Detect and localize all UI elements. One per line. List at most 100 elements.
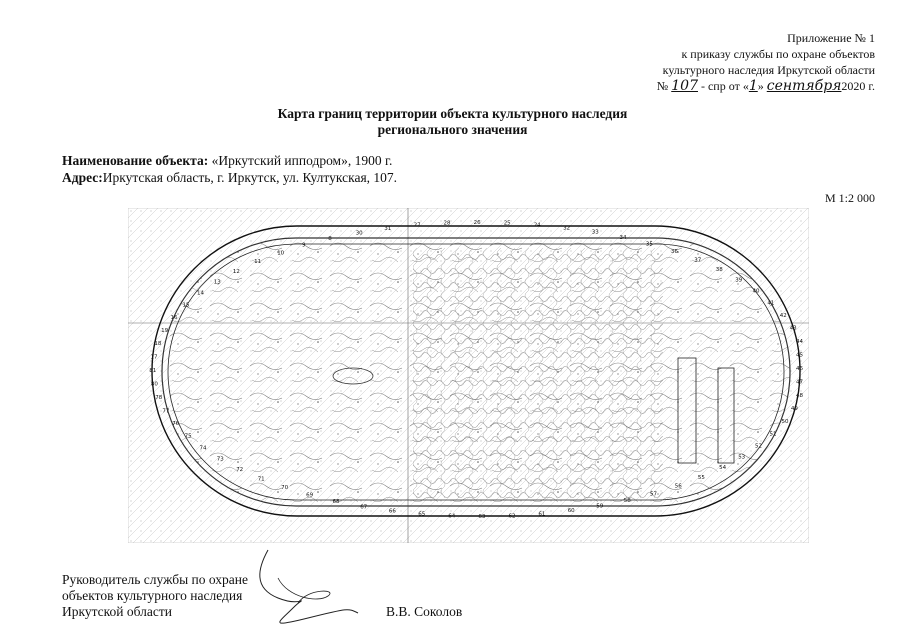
boundary-point-label: 39 [735, 278, 742, 284]
signature-scribble [259, 549, 359, 624]
boundary-point-label: 81 [149, 368, 156, 374]
boundary-point-label: 28 [444, 221, 451, 227]
boundary-point-label: 68 [333, 499, 340, 505]
boundary-point-label: 25 [504, 221, 511, 227]
boundary-point-label: 40 [753, 289, 760, 295]
boundary-point-label: 61 [538, 511, 545, 517]
boundary-point-label: 19 [161, 328, 168, 334]
order-no-prefix: № [656, 79, 669, 93]
object-name-row: Наименование объекта: «Иркутский ипподро… [62, 152, 397, 169]
annex-header: Приложение № 1 к приказу службы по охран… [657, 30, 875, 94]
boundary-point-label: 47 [796, 380, 803, 386]
boundary-point-label: 60 [568, 508, 575, 514]
signature-block: Руководитель службы по охране объектов к… [62, 572, 248, 620]
object-name-value: «Иркутский ипподром», 1900 г. [208, 153, 393, 168]
boundary-point-label: 70 [281, 485, 288, 491]
boundary-point-label: 42 [780, 313, 787, 319]
boundary-point-label: 57 [650, 491, 657, 497]
boundary-point-label: 24 [534, 222, 541, 228]
boundary-point-label: 38 [716, 267, 723, 273]
stands-building [677, 357, 697, 464]
order-quote-close: » [757, 79, 764, 93]
boundary-point-label: 11 [254, 259, 261, 265]
order-month: сентября [766, 78, 842, 94]
order-number: 107 [671, 78, 698, 94]
boundary-point-label: 46 [796, 366, 803, 372]
boundary-point-label: 63 [478, 514, 485, 520]
inner-pond [332, 367, 374, 385]
boundary-point-label: 72 [236, 467, 243, 473]
signer-position-line2: объектов культурного наследия [62, 588, 243, 603]
boundary-point-label: 32 [563, 225, 570, 231]
signer-position-line3: Иркутской области [62, 604, 173, 619]
boundary-point-label: 8 [328, 236, 332, 242]
object-name-label: Наименование объекта: [62, 153, 209, 168]
boundary-point-label: 54 [719, 465, 726, 471]
boundary-point-label: 50 [782, 419, 789, 425]
boundary-point-label: 16 [171, 315, 178, 321]
boundary-point-label: 31 [384, 226, 391, 232]
boundary-point-label: 80 [151, 382, 158, 388]
boundary-point-label: 69 [306, 493, 313, 499]
object-info: Наименование объекта: «Иркутский ипподро… [62, 152, 397, 186]
document-title: Карта границ территории объекта культурн… [0, 106, 905, 138]
boundary-point-label: 18 [154, 341, 161, 347]
boundary-point-label: 12 [233, 269, 240, 275]
annex-line2: к приказу службы по охране объектов [681, 47, 875, 61]
boundary-point-label: 55 [698, 475, 705, 481]
boundary-point-label: 27 [414, 223, 421, 229]
boundary-point-label: 36 [671, 249, 678, 255]
boundary-point-label: 58 [624, 498, 631, 504]
boundary-point-label: 49 [791, 406, 798, 412]
boundary-point-label: 56 [675, 484, 682, 490]
boundary-point-label: 73 [217, 457, 224, 463]
dense-relief-area [413, 248, 663, 498]
boundary-point-label: 78 [155, 395, 162, 401]
annex-line3: культурного наследия Иркутской области [662, 63, 875, 77]
boundary-point-label: 51 [770, 432, 777, 438]
boundary-point-label: 74 [200, 445, 207, 451]
object-address-value: Иркутская область, г. Иркутск, ул. Култу… [102, 170, 398, 185]
stands-building [717, 367, 735, 464]
boundary-point-label: 15 [183, 303, 190, 309]
boundary-point-label: 75 [185, 434, 192, 440]
boundary-point-label: 30 [356, 230, 363, 236]
boundary-point-label: 43 [790, 326, 797, 332]
annex-order-line: № 107 - спр от «1» сентября2020 г. [657, 78, 875, 94]
boundary-point-label: 45 [796, 352, 803, 358]
order-mid: - спр от « [700, 79, 749, 93]
order-year: 2020 г. [841, 79, 875, 93]
boundary-point-label: 35 [646, 241, 653, 247]
title-line2: регионального значения [377, 122, 528, 137]
boundary-point-label: 41 [767, 301, 774, 307]
annex-line1: Приложение № 1 [787, 31, 875, 45]
signer-position-line1: Руководитель службы по охране [62, 572, 249, 587]
boundary-point-label: 10 [277, 250, 284, 256]
object-address-row: Адрес:Иркутская область, г. Иркутск, ул.… [62, 169, 397, 186]
boundary-point-label: 65 [418, 512, 425, 518]
boundary-inner-line [167, 243, 785, 501]
boundary-point-label: 26 [474, 220, 481, 226]
point-labels: 30 31 27 28 26 25 24 32 33 34 35 36 37 38 39 40 41 42 43 44… [149, 220, 803, 520]
boundary-point-label: 14 [197, 291, 204, 297]
boundary-point-label: 44 [796, 339, 803, 345]
order-day: 1 [748, 78, 758, 94]
map-scale: М 1:2 000 [824, 191, 875, 205]
boundary-point-label: 37 [694, 258, 701, 264]
signer-name: В.В. Соколов [386, 604, 463, 619]
boundary-point-label: 9 [302, 243, 306, 249]
boundary-point-label: 66 [389, 509, 396, 515]
boundary-point-label: 64 [448, 514, 455, 520]
boundary-point-label: 59 [596, 504, 603, 510]
boundary-point-label: 67 [360, 505, 367, 511]
boundary-point-label: 33 [592, 230, 599, 236]
object-address-label: Адрес: [62, 170, 103, 185]
boundary-point-label: 62 [509, 513, 516, 519]
boundary-point-label: 13 [214, 279, 221, 285]
boundary-point-label: 76 [172, 421, 179, 427]
boundary-point-label: 77 [162, 408, 169, 414]
boundary-point-label: 71 [258, 476, 265, 482]
boundary-point-label: 53 [738, 455, 745, 461]
boundary-point-label: 48 [796, 393, 803, 399]
boundary-point-label: 34 [620, 235, 627, 241]
